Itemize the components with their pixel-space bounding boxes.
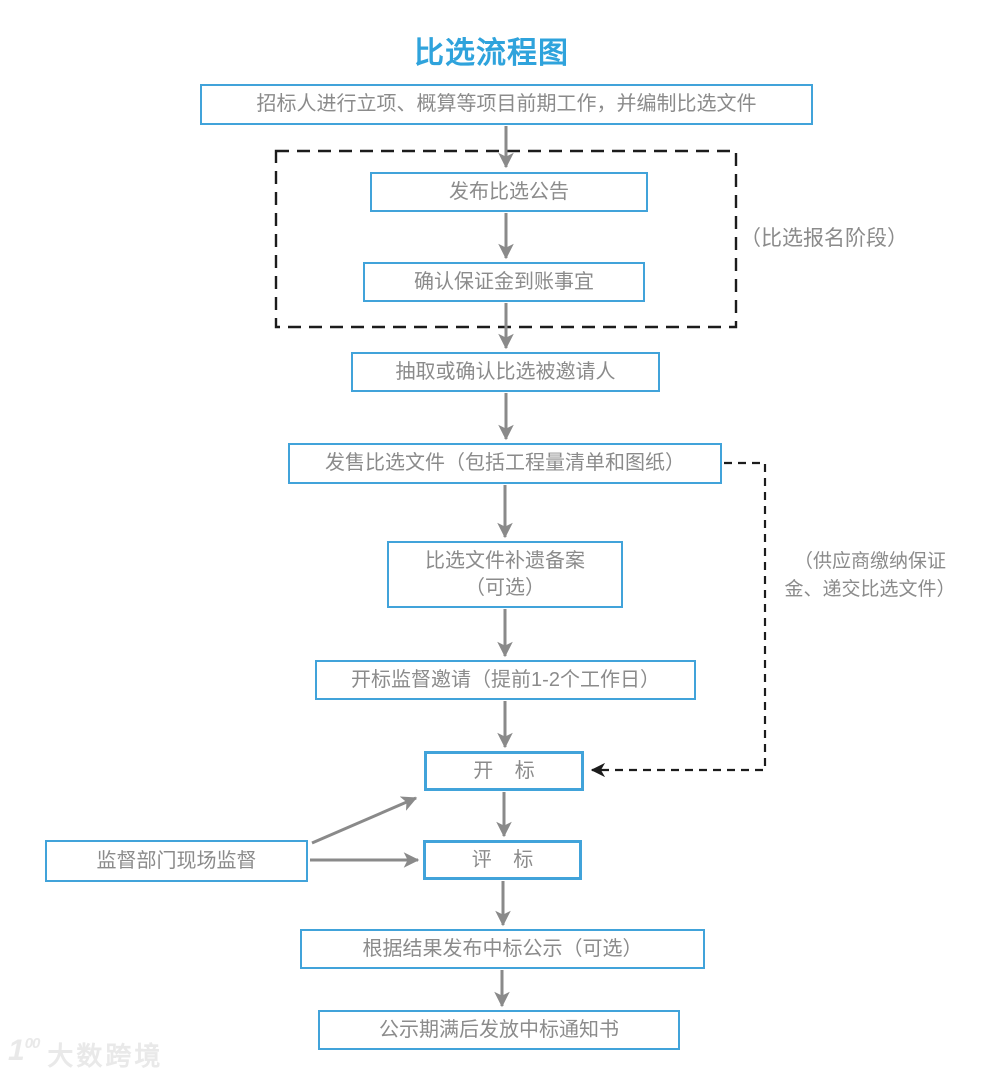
node-announcement: 发布比选公告 [370, 172, 648, 212]
node-award-notice: 公示期满后发放中标通知书 [318, 1010, 680, 1050]
node-label: 开 标 [473, 759, 543, 782]
arrow-onsite-to-bidopen [311, 796, 418, 845]
node-project-preparation: 招标人进行立项、概算等项目前期工作，并编制比选文件 [200, 84, 813, 125]
node-label: 根据结果发布中标公示（可选） [362, 937, 643, 960]
node-bid-opening: 开 标 [424, 751, 584, 791]
node-invitees: 抽取或确认比选被邀请人 [351, 352, 660, 392]
node-label: 监督部门现场监督 [96, 849, 257, 872]
supplier-note: （供应商缴纳保证 金、递交比选文件） [770, 548, 970, 604]
watermark-logo-icon: 100 [8, 1034, 40, 1067]
node-bid-evaluation: 评 标 [423, 840, 582, 880]
node-label: 发售比选文件（包括工程量清单和图纸） [325, 452, 685, 474]
node-label-line2: （可选） [465, 576, 545, 599]
node-label: 开标监督邀请（提前1-2个工作日） [351, 668, 660, 691]
node-label: 评 标 [471, 848, 542, 871]
node-label: 公示期满后发放中标通知书 [379, 1018, 619, 1041]
registration-stage-note: （比选报名阶段） [740, 227, 908, 250]
node-label: 抽取或确认比选被邀请人 [395, 360, 616, 383]
node-label: 招标人进行立项、概算等项目前期工作，并编制比选文件 [256, 93, 757, 115]
node-label: 确认保证金到账事宜 [414, 270, 594, 293]
node-supplement-filing: 比选文件补遗备案 （可选） [387, 541, 623, 608]
node-deposit-confirm: 确认保证金到账事宜 [363, 262, 645, 302]
page-title: 比选流程图 [414, 37, 569, 70]
supplier-note-line2: 金、递交比选文件） [784, 579, 956, 600]
watermark-brand: 大数跨境 [47, 1041, 164, 1071]
flow-arrows [310, 126, 514, 1008]
node-supervision-invite: 开标监督邀请（提前1-2个工作日） [315, 660, 696, 700]
node-label-line1: 比选文件补遗备案 [425, 549, 585, 572]
supplier-note-line1: （供应商缴纳保证 [793, 551, 946, 572]
node-sell-documents: 发售比选文件（包括工程量清单和图纸） [288, 443, 722, 484]
node-label: 发布比选公告 [449, 180, 569, 203]
node-onsite-supervision: 监督部门现场监督 [45, 840, 308, 882]
watermark: 100 大数跨境 [8, 1034, 164, 1071]
dashed-arrow-selldocs-to-bidopen [590, 461, 767, 778]
node-award-publicity: 根据结果发布中标公示（可选） [300, 929, 705, 969]
